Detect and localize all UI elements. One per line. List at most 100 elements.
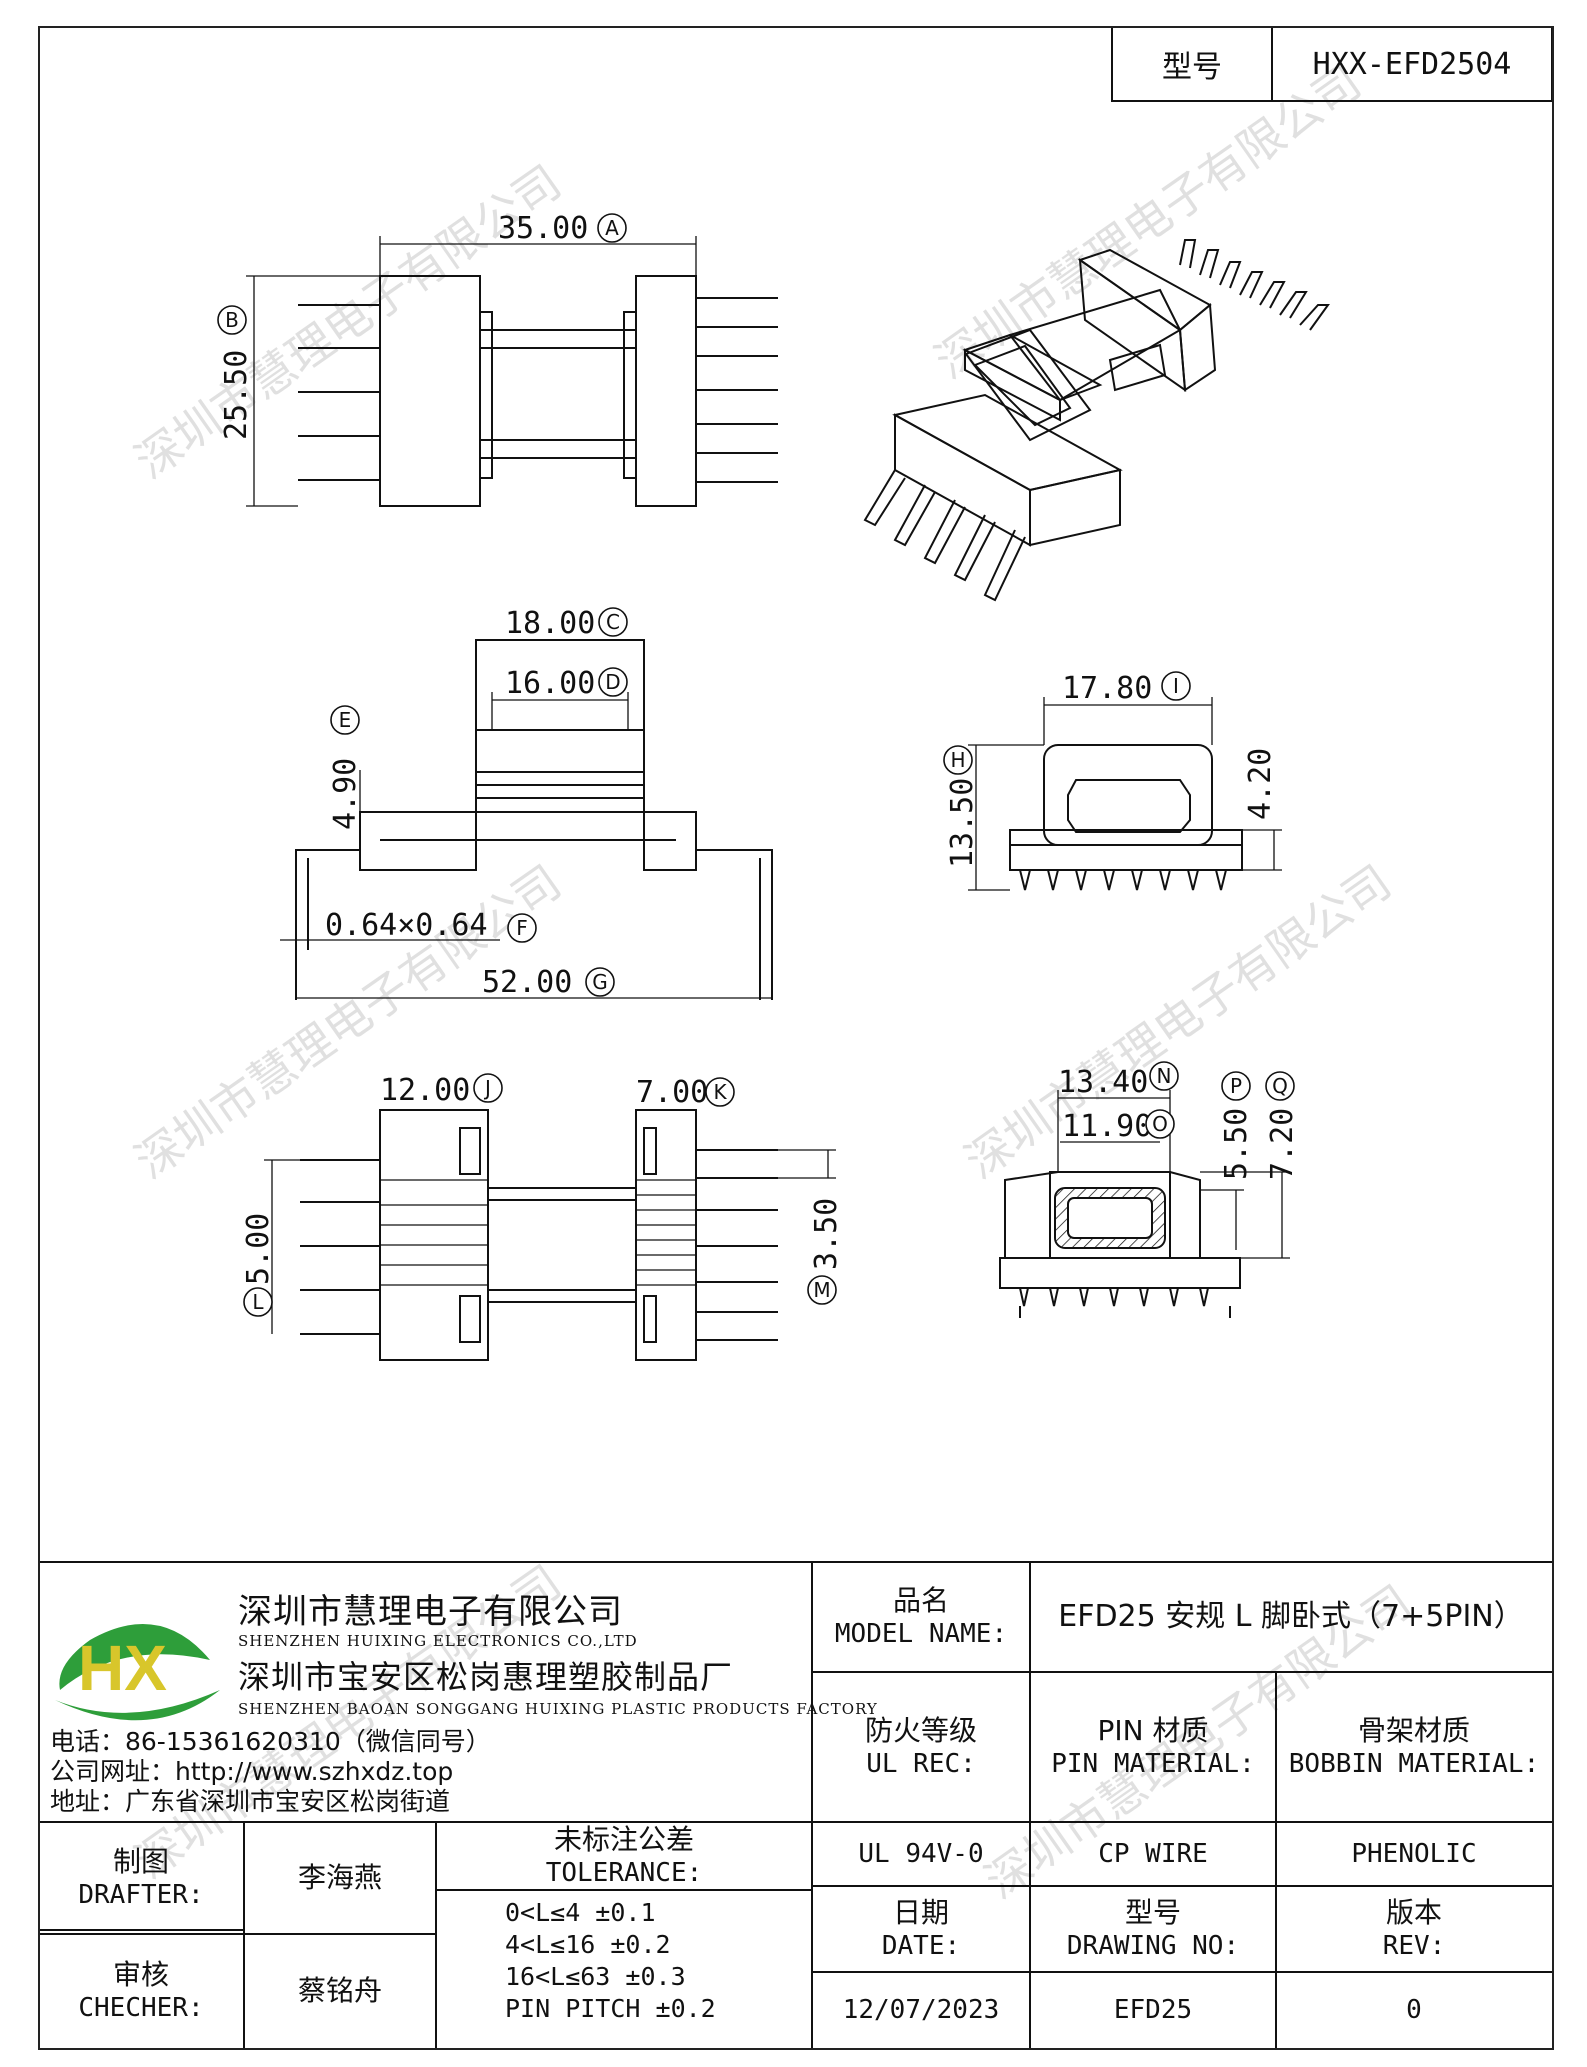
bottom-view-ribs-right	[636, 1179, 696, 1286]
date-value: 12/07/2023	[842, 1995, 1000, 2025]
date-label-zh: 日期	[892, 1896, 949, 1929]
dim-p-letter: P	[1230, 1074, 1242, 1098]
dim-n-value: 13.40	[1058, 1065, 1148, 1100]
dim-g-letter: G	[592, 970, 608, 994]
dim-f-value: 0.64×0.64	[325, 908, 488, 943]
dim-d-letter: D	[605, 670, 620, 694]
dim-m-value: 3.50	[809, 1198, 844, 1270]
company-logo: HX	[55, 1624, 220, 1721]
dim-b-value: 25.50	[219, 350, 254, 440]
dim-j-letter: J	[483, 1076, 491, 1100]
dim-q-value: 7.20	[1265, 1108, 1300, 1180]
dim-n-letter: N	[1157, 1064, 1172, 1088]
checker-label-zh: 审核	[112, 1958, 169, 1991]
checker-value: 蔡铭舟	[297, 1974, 382, 2007]
ul-label-en: UL REC:	[866, 1749, 976, 1779]
tolerance-row-4: PIN PITCH ±0.2	[505, 1994, 716, 2023]
pin-label-cell: PIN 材质 PIN MATERIAL:	[1030, 1672, 1276, 1822]
bottom-view-ribs-left	[380, 1179, 488, 1286]
dim-i-value: 17.80	[1062, 671, 1152, 706]
model-name-label-zh: 品名	[892, 1584, 949, 1617]
pin-value: CP WIRE	[1098, 1839, 1208, 1869]
dim-k-value: 7.00	[636, 1075, 708, 1110]
dim-i-letter: I	[1173, 674, 1179, 698]
tolerance-label-en: TOLERANCE:	[545, 1858, 703, 1888]
dim-c-letter: C	[606, 610, 620, 634]
bobbin-value: PHENOLIC	[1351, 1839, 1477, 1869]
dim-m-letter: M	[813, 1278, 830, 1302]
company-name-en: SHENZHEN HUIXING ELECTRONICS CO.,LTD	[238, 1632, 638, 1650]
dim-a-letter: A	[605, 216, 619, 240]
ul-value: UL 94V-0	[858, 1839, 984, 1869]
drafter-label-cell: 制图 DRAFTER:	[38, 1822, 244, 1934]
dim-4-20-value: 4.20	[1243, 748, 1278, 820]
side-view: 17.80 I 13.50 H 4.20	[943, 671, 1282, 891]
company-website: 公司网址：http://www.szhxdz.top	[50, 1757, 454, 1786]
dim-e-letter: E	[339, 708, 352, 732]
dim-h-value: 13.50	[945, 778, 980, 868]
drawing-frame	[38, 26, 1554, 2050]
isometric-view	[863, 239, 1330, 602]
bobbin-label-cell: 骨架材质 BOBBIN MATERIAL:	[1276, 1672, 1552, 1822]
rev-value: 0	[1406, 1995, 1422, 2025]
date-label-cell: 日期 DATE:	[812, 1886, 1030, 1972]
rev-label-zh: 版本	[1385, 1896, 1442, 1929]
dim-b-letter: B	[225, 308, 239, 332]
date-label-en: DATE:	[881, 1931, 961, 1961]
ul-label-cell: 防火等级 UL REC:	[812, 1672, 1030, 1822]
bobbin-label-zh: 骨架材质	[1357, 1714, 1470, 1747]
dim-p-value: 5.50	[1219, 1108, 1254, 1180]
drawing-no-label-en: DRAWING NO:	[1066, 1931, 1240, 1961]
company-phone: 电话：86-15361620310（微信同号）	[50, 1727, 491, 1756]
tolerance-label-zh: 未标注公差	[553, 1823, 694, 1856]
company-address: 地址：广东省深圳市宝安区松岗街道	[50, 1787, 451, 1816]
checker-label-en: CHECHER:	[78, 1993, 204, 2023]
pin-label-en: PIN MATERIAL:	[1051, 1749, 1255, 1779]
drawing-no-label-zh: 型号	[1124, 1896, 1181, 1929]
factory-name-en: SHENZHEN BAOAN SONGGANG HUIXING PLASTIC …	[238, 1700, 878, 1718]
drafter-label-en: DRAFTER:	[78, 1880, 204, 1910]
model-name-value-cell: EFD25 安规 L 脚卧式（7+5PIN）	[1030, 1562, 1552, 1672]
tolerance-row-2: 4<L≤16 ±0.2	[505, 1930, 671, 1959]
rev-label-en: REV:	[1382, 1931, 1446, 1961]
section-view-pins	[1019, 1287, 1209, 1307]
logo-text: HX	[78, 1632, 167, 1704]
dim-e-value: 4.90	[328, 758, 363, 830]
section-view: 13.40 N 11.90 O 5.50 P 7.20 Q	[999, 1061, 1300, 1318]
model-name-label-cell: 品名 MODEL NAME:	[812, 1562, 1030, 1672]
dim-j-value: 12.00	[380, 1073, 470, 1108]
dim-l-letter: L	[252, 1290, 264, 1314]
dim-k-letter: K	[713, 1080, 727, 1104]
dim-a-value: 35.00	[498, 211, 588, 246]
model-name-value: EFD25 安规 L 脚卧式（7+5PIN）	[1058, 1599, 1524, 1634]
company-name-zh: 深圳市慧理电子有限公司	[238, 1592, 623, 1632]
rev-label-cell: 版本 REV:	[1276, 1886, 1552, 1972]
dim-o-letter: O	[1152, 1112, 1168, 1136]
front-view: 18.00 C 16.00 D 4.90 E 0.64×0.64 F 52.00…	[280, 606, 773, 1000]
dim-q-letter: Q	[1272, 1074, 1288, 1098]
factory-name-zh: 深圳市宝安区松岗惠理塑胶制品厂	[238, 1658, 734, 1696]
dim-g-value: 52.00	[482, 965, 572, 1000]
drafter-value: 李海燕	[297, 1861, 382, 1894]
bottom-view: 12.00 J 7.00 K 5.00 L 3.50 M	[241, 1073, 844, 1361]
drawing-no-label-cell: 型号 DRAWING NO:	[1030, 1886, 1276, 1972]
dim-d-value: 16.00	[505, 666, 595, 701]
checker-label-cell: 审核 CHECHER:	[38, 1934, 244, 2048]
tolerance-label-cell: 未标注公差 TOLERANCE:	[436, 1822, 812, 1890]
model-value: HXX-EFD2504	[1312, 46, 1512, 82]
dim-h-letter: H	[950, 748, 965, 772]
drawing-no-value: EFD25	[1113, 1995, 1193, 2025]
title-block-grid	[38, 26, 1553, 2048]
bobbin-label-en: BOBBIN MATERIAL:	[1288, 1749, 1540, 1779]
side-view-pins	[1019, 869, 1227, 891]
dim-c-value: 18.00	[505, 606, 595, 641]
dim-f-letter: F	[516, 916, 528, 940]
model-name-label-en: MODEL NAME:	[834, 1619, 1008, 1649]
pin-label-zh: PIN 材质	[1097, 1714, 1209, 1747]
dim-o-value: 11.90	[1062, 1109, 1152, 1144]
tolerance-row-3: 16<L≤63 ±0.3	[505, 1962, 686, 1991]
top-view: 35.00 A 25.50 B	[217, 211, 778, 507]
drafter-label-zh: 制图	[112, 1845, 169, 1878]
model-label: 型号	[1162, 50, 1222, 85]
